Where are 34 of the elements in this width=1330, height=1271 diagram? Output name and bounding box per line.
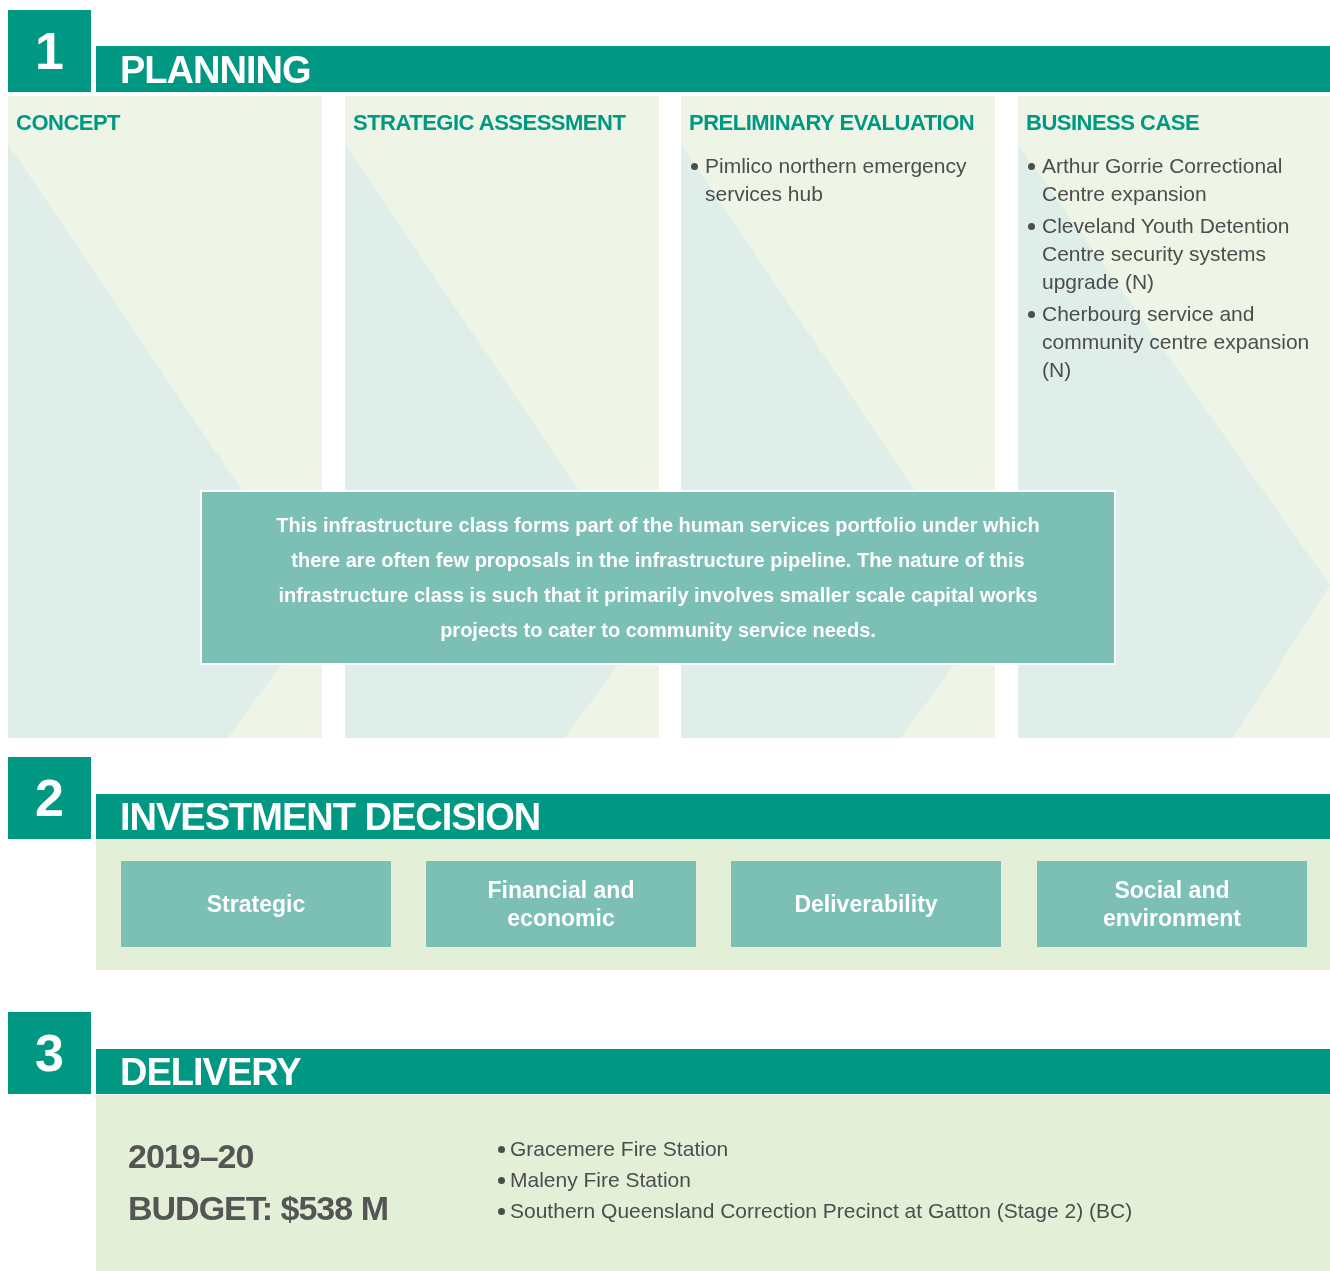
criterion-label: Deliverability <box>794 890 938 918</box>
criterion-box <box>1037 861 1307 947</box>
note-box <box>200 490 1116 665</box>
bullet-item: Gracemere Fire Station <box>496 1133 1133 1164</box>
stage-heading: DELIVERY <box>120 1050 301 1094</box>
criterion-box <box>121 861 391 947</box>
criterion-box <box>426 861 696 947</box>
criterion-label: Financial and economic <box>486 876 636 932</box>
stage-number: 1 <box>8 10 91 92</box>
bullet-item: Maleny Fire Station <box>496 1164 1133 1195</box>
budget-text: BUDGET: $538 M <box>128 1189 388 1228</box>
bullet-item: Cherbourg service and community centre expansion (N) <box>1026 300 1330 384</box>
note-text: This infrastructure class forms part of the human services portfolio under which there are often few proposals in the infrastructure pipeline. The nature of this infrastructure class is such that it primarily involves smaller scale capital works projects to cater to community service needs. <box>275 512 1041 643</box>
stage-heading-bar <box>96 46 1330 92</box>
phase-heading: STRATEGIC ASSESSMENT <box>353 110 627 136</box>
phase-heading: BUSINESS CASE <box>1026 110 1201 136</box>
phase-heading: CONCEPT <box>16 110 122 136</box>
criterion-box <box>731 861 1001 947</box>
stage-heading: PLANNING <box>120 48 311 92</box>
phase-heading: PRELIMINARY EVALUATION <box>689 110 976 136</box>
delivery-panel <box>96 1095 1330 1271</box>
stage-heading-bar <box>96 794 1330 839</box>
bullet-item: Southern Queensland Correction Precinct at Gatton (Stage 2) (BC) <box>496 1195 1133 1226</box>
stage-heading: INVESTMENT DECISION <box>120 795 541 839</box>
criterion-label: Social and environment <box>1102 876 1242 932</box>
bullet-item: Pimlico northern emergency services hub <box>689 152 995 208</box>
stage-number: 2 <box>8 757 91 839</box>
criteria-panel <box>96 840 1330 970</box>
criterion-label: Strategic <box>206 890 306 918</box>
stage-number: 3 <box>8 1012 91 1094</box>
budget-text: 2019–20 <box>128 1137 254 1176</box>
stage-heading-bar <box>96 1049 1330 1094</box>
bullet-item: Cleveland Youth Detention Centre security systems upgrade (N) <box>1026 212 1330 296</box>
bullet-item: Arthur Gorrie Correctional Centre expansion <box>1026 152 1330 208</box>
